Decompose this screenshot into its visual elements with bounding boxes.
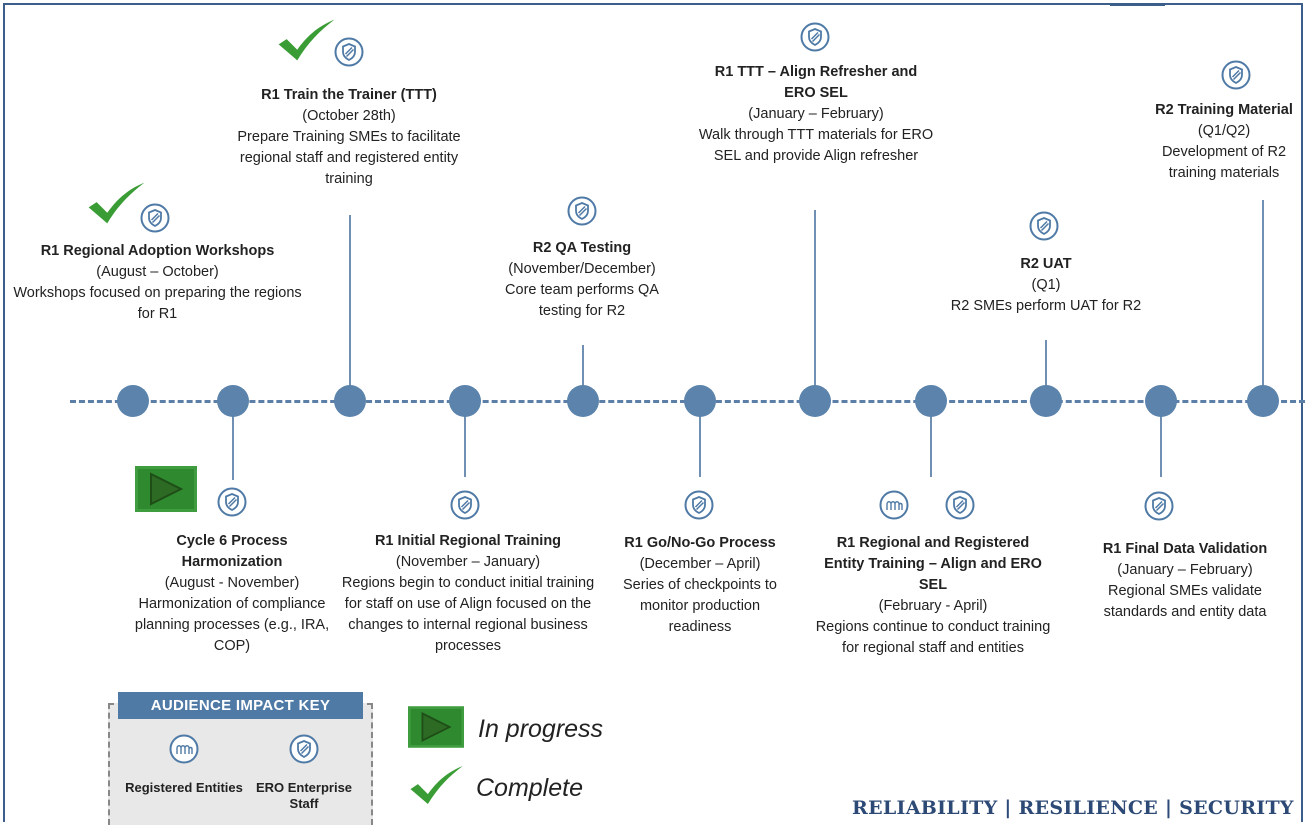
complete-check-icon — [408, 762, 466, 808]
event-cycle6: Cycle 6 Process Harmonization (August - … — [128, 531, 336, 657]
frame-accent — [1110, 3, 1165, 6]
stem-regional-entity — [930, 415, 932, 477]
event-dates: (December – April) — [639, 556, 761, 572]
event-desc: Workshops focused on preparing the regio… — [13, 285, 302, 322]
shield-icon — [289, 734, 319, 764]
event-title: R1 Regional Adoption Workshops — [40, 243, 275, 259]
event-ttt-refresher: R1 TTT – Align Refresher and ERO SEL (Ja… — [696, 62, 936, 167]
stem-ttt-refresher — [814, 210, 816, 387]
event-desc: Core team performs QA testing for R2 — [505, 282, 659, 319]
event-dates: (November/December) — [508, 261, 656, 277]
event-dates: (January – February) — [1117, 562, 1253, 578]
shield-icon — [1221, 60, 1251, 90]
key-ero-label: ERO Enterprise Staff — [255, 780, 353, 811]
timeline-node — [217, 385, 249, 417]
event-title: R1 Train the Trainer (TTT) — [261, 87, 437, 103]
legend-complete: Complete — [476, 774, 583, 802]
timeline-node — [567, 385, 599, 417]
shield-icon — [567, 196, 597, 226]
people-icon — [169, 734, 199, 764]
timeline-node — [915, 385, 947, 417]
event-train-the-trainer: R1 Train the Trainer (TTT) (October 28th… — [228, 85, 470, 190]
shield-icon — [684, 490, 714, 520]
people-icon — [879, 490, 909, 520]
shield-icon — [1144, 491, 1174, 521]
event-r2-uat: R2 UAT (Q1) R2 SMEs perform UAT for R2 — [905, 254, 1187, 317]
stem-final-validation — [1160, 415, 1162, 477]
stem-uat — [1045, 340, 1047, 387]
event-initial-training: R1 Initial Regional Training (November –… — [340, 531, 596, 657]
event-title: R2 Training Material — [1155, 102, 1293, 118]
event-desc: Regional SMEs validate standards and ent… — [1103, 583, 1267, 620]
event-title: R1 Go/No-Go Process — [624, 535, 776, 551]
event-title: R1 Regional and Registered Entity Traini… — [824, 535, 1042, 593]
timeline-node — [799, 385, 831, 417]
stem-training-material — [1262, 200, 1264, 387]
event-dates: (November – January) — [395, 554, 541, 570]
event-title: R1 TTT – Align Refresher and ERO SEL — [714, 64, 918, 101]
key-title: AUDIENCE IMPACT KEY — [118, 692, 363, 719]
event-desc: Development of R2 training materials — [1161, 144, 1287, 181]
timeline-node — [1030, 385, 1062, 417]
stem-initial-training — [464, 415, 466, 477]
event-qa-testing: R2 QA Testing (November/December) Core t… — [448, 238, 716, 322]
event-title: R2 UAT — [1020, 256, 1072, 272]
event-desc: Walk through TTT materials for ERO SEL a… — [698, 127, 934, 164]
event-dates: (January – February) — [748, 106, 884, 122]
stem-ttt — [349, 215, 351, 387]
event-go-no-go: R1 Go/No-Go Process (December – April) S… — [616, 533, 784, 638]
shield-icon — [800, 22, 830, 52]
timeline-node — [334, 385, 366, 417]
event-title: R2 QA Testing — [532, 240, 632, 256]
shield-icon — [450, 490, 480, 520]
in-progress-play-icon — [135, 466, 197, 512]
timeline-node — [117, 385, 149, 417]
event-dates: (August – October) — [96, 264, 219, 280]
event-final-validation: R1 Final Data Validation (January – Febr… — [1075, 539, 1295, 623]
shield-icon — [217, 487, 247, 517]
stem-qa — [582, 345, 584, 387]
legend-in-progress: In progress — [478, 715, 604, 743]
footer-tagline: RELIABILITY | RESILIENCE | SECURITY — [852, 797, 1294, 819]
complete-check-icon — [276, 17, 338, 63]
slide-frame — [3, 3, 1303, 822]
event-title: R1 Final Data Validation — [1102, 541, 1268, 557]
event-dates: (Q1) — [1031, 277, 1061, 293]
stem-go-no-go — [699, 415, 701, 477]
event-desc: Regions continue to conduct training for… — [815, 619, 1051, 656]
event-dates: (October 28th) — [302, 108, 396, 124]
event-dates: (Q1/Q2) — [1197, 123, 1251, 139]
key-registered-label: Registered Entities — [125, 780, 243, 795]
timeline-node — [1145, 385, 1177, 417]
event-desc: Regions begin to conduct initial trainin… — [341, 575, 595, 654]
shield-icon — [140, 203, 170, 233]
event-desc: Harmonization of compliance planning pro… — [134, 596, 330, 654]
timeline-node — [1247, 385, 1279, 417]
event-desc: Prepare Training SMEs to facilitate regi… — [237, 129, 461, 187]
event-title: R1 Initial Regional Training — [374, 533, 562, 549]
shield-icon — [945, 490, 975, 520]
timeline-node — [684, 385, 716, 417]
event-desc: R2 SMEs perform UAT for R2 — [950, 298, 1142, 314]
timeline-node — [449, 385, 481, 417]
event-title: Cycle 6 Process Harmonization — [176, 533, 288, 570]
event-dates: (February - April) — [878, 598, 988, 614]
in-progress-play-icon — [408, 706, 464, 748]
event-desc: Series of checkpoints to monitor product… — [623, 577, 777, 635]
shield-icon — [1029, 211, 1059, 241]
stem-cycle6 — [232, 415, 234, 480]
event-training-material: R2 Training Material (Q1/Q2) Development… — [1140, 100, 1308, 184]
event-regional-adoption: R1 Regional Adoption Workshops (August –… — [5, 241, 310, 325]
event-regional-entity-training: R1 Regional and Registered Entity Traini… — [812, 533, 1054, 659]
event-dates: (August - November) — [164, 575, 300, 591]
complete-check-icon — [86, 180, 148, 226]
shield-icon — [334, 37, 364, 67]
